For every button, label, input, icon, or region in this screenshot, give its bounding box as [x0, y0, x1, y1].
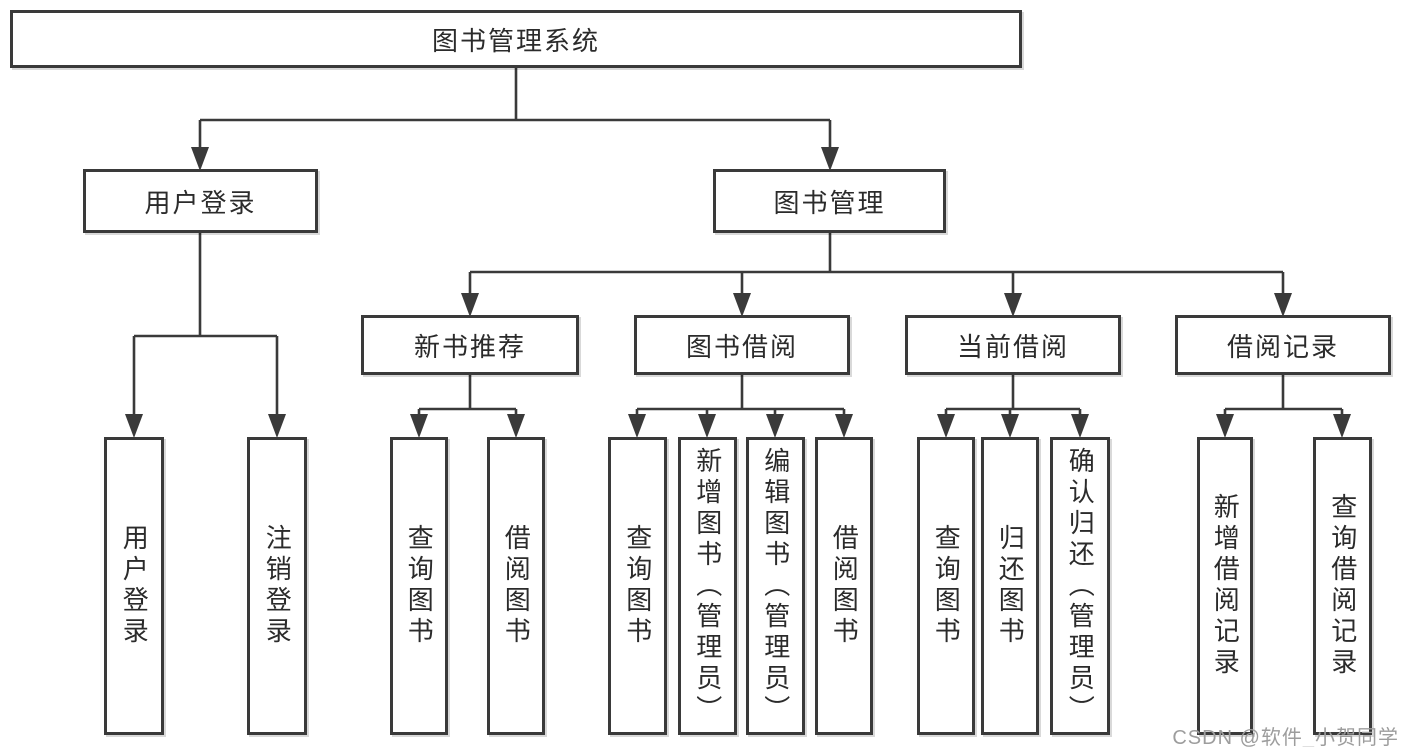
arrowhead-down [1216, 414, 1234, 438]
arrowhead-down [125, 414, 143, 438]
arrowhead-down [1001, 414, 1019, 438]
node-label: 图书管理系统 [431, 25, 600, 56]
arrowhead-down [937, 414, 955, 438]
csdn-watermark: CSDN @软件_小贺同学 [1172, 727, 1399, 747]
leaf-edit-book-admin: 编辑图书（管理员） [746, 437, 805, 735]
connector-path [198, 68, 832, 150]
connector-path [635, 375, 846, 416]
arrowhead-down [835, 414, 853, 438]
leaf-query-borrow-record: 查询借阅记录 [1313, 437, 1372, 735]
arrowhead-down [733, 293, 751, 317]
node-label: 新书推荐 [413, 331, 526, 362]
arrowhead-down [821, 147, 839, 171]
leaf-user-login: 用户登录 [104, 437, 164, 735]
node-current-borrowing: 当前借阅 [905, 315, 1121, 375]
node-label: 借阅图书 [829, 524, 860, 648]
arrowhead-down [698, 414, 716, 438]
arrowhead-down [766, 414, 784, 438]
arrowhead-down [1004, 293, 1022, 317]
node-label: 用户登录 [144, 187, 257, 218]
node-library-management-system: 图书管理系统 [10, 10, 1022, 68]
node-book-borrowing: 图书借阅 [634, 315, 850, 375]
node-book-management: 图书管理 [713, 169, 946, 233]
arrowhead-down [191, 147, 209, 171]
node-label: 编辑图书（管理员） [760, 446, 791, 726]
node-label: 新增借阅记录 [1210, 493, 1241, 679]
arrowhead-down [410, 414, 428, 438]
connector-path [944, 375, 1082, 416]
leaf-query-books-borrowing: 查询图书 [608, 437, 667, 735]
arrowhead-down [1274, 293, 1292, 317]
arrowhead-down [628, 414, 646, 438]
arrowhead-down [1333, 414, 1351, 438]
node-label: 图书借阅 [685, 331, 798, 362]
node-label: 借阅图书 [501, 524, 532, 648]
node-label: 查询借阅记录 [1327, 493, 1358, 679]
node-label: 归还图书 [995, 524, 1026, 648]
node-label: 借阅记录 [1226, 331, 1339, 362]
node-label: 查询图书 [404, 524, 435, 648]
leaf-confirm-return-admin: 确认归还（管理员） [1050, 437, 1110, 735]
leaf-borrow-books-recommend: 借阅图书 [487, 437, 545, 735]
node-label: 注销登录 [262, 524, 293, 648]
node-user-login: 用户登录 [83, 169, 318, 233]
node-label: 查询图书 [622, 524, 653, 648]
leaf-borrow-books-borrowing: 借阅图书 [815, 437, 873, 735]
connector-path [132, 233, 279, 416]
node-label: 用户登录 [119, 524, 150, 648]
leaf-query-books-recommend: 查询图书 [390, 437, 448, 735]
arrowhead-down [507, 414, 525, 438]
node-label: 图书管理 [773, 187, 886, 218]
node-label: 确认归还（管理员） [1065, 446, 1096, 726]
leaf-add-book-admin: 新增图书（管理员） [678, 437, 737, 735]
node-label: 查询图书 [931, 524, 962, 648]
node-new-book-recommendation: 新书推荐 [361, 315, 579, 375]
arrowhead-down [268, 414, 286, 438]
leaf-return-books: 归还图书 [981, 437, 1039, 735]
leaf-logout: 注销登录 [247, 437, 307, 735]
leaf-add-borrow-record: 新增借阅记录 [1197, 437, 1253, 735]
connector-path [417, 375, 518, 416]
node-label: 新增图书（管理员） [692, 446, 723, 726]
leaf-query-books-current: 查询图书 [917, 437, 975, 735]
arrowhead-down [1071, 414, 1089, 438]
connector-path [468, 233, 1285, 295]
arrowhead-down [461, 293, 479, 317]
connector-path [1223, 375, 1344, 416]
node-borrowing-records: 借阅记录 [1175, 315, 1391, 375]
node-label: 当前借阅 [956, 331, 1069, 362]
